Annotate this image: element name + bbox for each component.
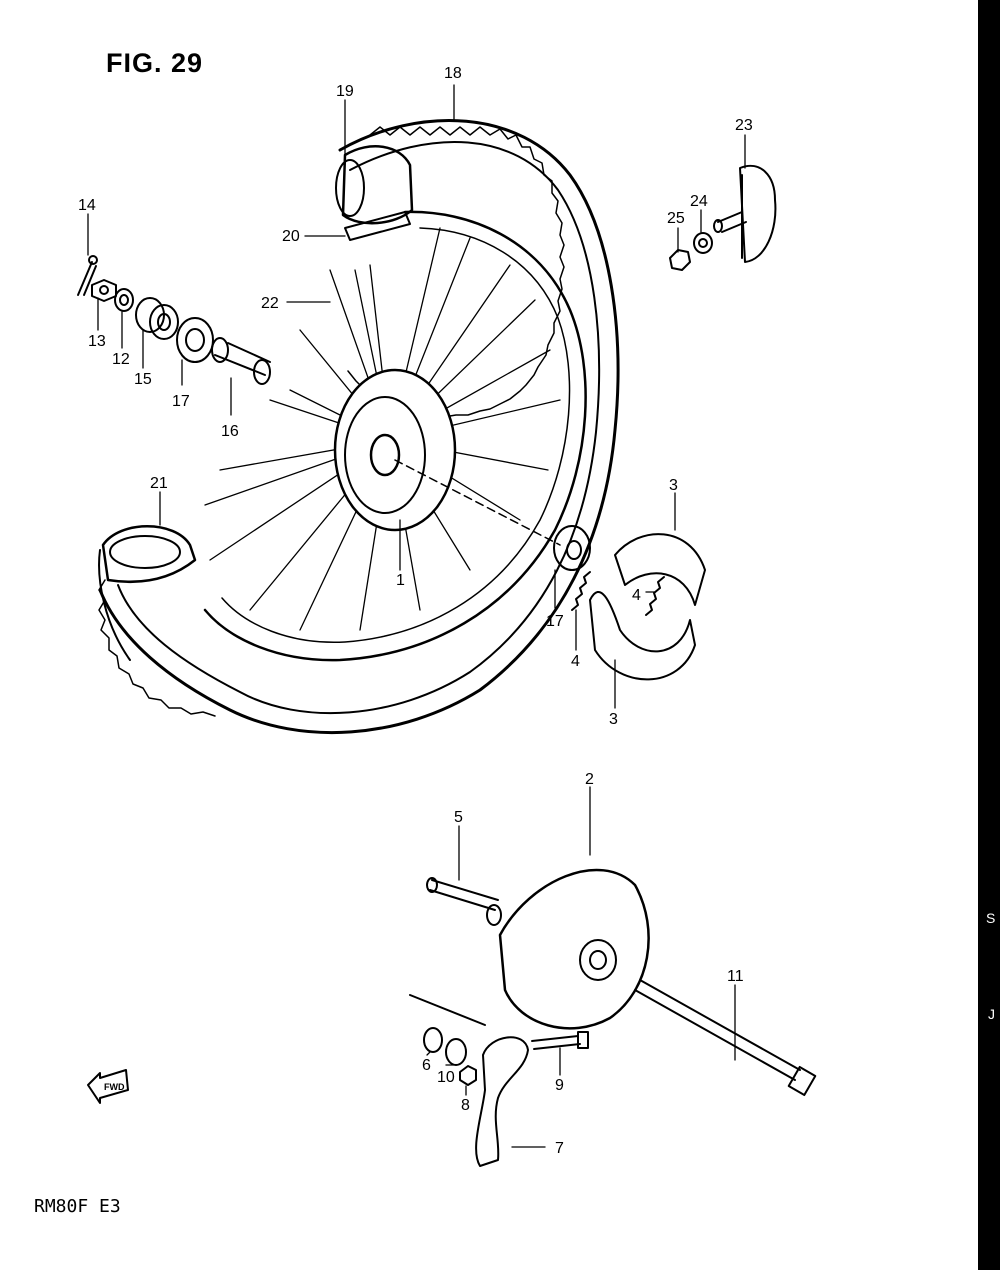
- callout-7: 7: [555, 1140, 564, 1157]
- axle-11: [634, 979, 817, 1097]
- washer-24: [693, 232, 713, 254]
- hub-1: [333, 368, 561, 546]
- callout-12: 12: [112, 351, 130, 368]
- leader-lines: [87, 84, 746, 1148]
- edge-fragment-j: J: [988, 1006, 995, 1022]
- nut-13: [91, 279, 117, 302]
- callout-11: 11: [727, 968, 744, 985]
- callout-15: 15: [134, 371, 152, 388]
- bolt-rim-lock: [713, 211, 747, 233]
- rim: [203, 210, 587, 662]
- edge-fragment-s: S: [986, 910, 996, 926]
- figure-title: FIG. 29: [106, 48, 204, 78]
- nut-25: [669, 249, 691, 271]
- fwd-label: FWD: [104, 1082, 125, 1092]
- spring-4-right: [645, 576, 665, 616]
- bearing-17-left: [176, 317, 214, 363]
- callout-25: 25: [667, 210, 685, 227]
- tire-section-21: [98, 525, 216, 717]
- spacer-16: [211, 337, 271, 385]
- callout-24: 24: [690, 193, 708, 210]
- callout-21: 21: [150, 475, 168, 492]
- callout-5: 5: [454, 809, 463, 826]
- callout-20: 20: [282, 228, 300, 245]
- callout-6: 6: [422, 1057, 431, 1074]
- callout-23: 23: [735, 117, 753, 134]
- callout-18: 18: [444, 65, 462, 82]
- brake-cam-5: [426, 877, 502, 926]
- rim-lock-23: [739, 164, 777, 263]
- callout-19: 19: [336, 83, 354, 100]
- spring-4-left: [571, 571, 591, 611]
- nut-8: [459, 1065, 477, 1086]
- callout-4-right: 4: [632, 587, 641, 604]
- o-ring-6: [409, 994, 486, 1053]
- brake-lever-7: [475, 1036, 529, 1167]
- callout-14: 14: [78, 197, 96, 214]
- brake-panel-2: [498, 868, 650, 1030]
- brake-shoe-3-upper: [614, 533, 706, 606]
- bolt-9: [531, 1031, 589, 1050]
- scan-edge-bar: [978, 0, 1000, 1270]
- washer-10: [445, 1038, 467, 1066]
- spacer-15: [135, 297, 179, 340]
- model-code: RM80F E3: [34, 1196, 121, 1217]
- brake-shoe-3-lower: [589, 591, 696, 681]
- callout-3-lower: 3: [609, 711, 618, 728]
- callout-17-left: 17: [172, 393, 190, 410]
- washer-12: [114, 288, 134, 312]
- callout-10: 10: [437, 1069, 455, 1086]
- callout-4-left: 4: [571, 653, 580, 670]
- callout-3-upper: 3: [669, 477, 678, 494]
- fwd-arrow-icon: FWD: [87, 1069, 129, 1104]
- callout-8: 8: [461, 1097, 470, 1114]
- callout-1: 1: [396, 572, 405, 589]
- callout-2: 2: [585, 771, 594, 788]
- rim-band-20: [344, 211, 411, 241]
- callout-17-right: 17: [546, 613, 564, 630]
- tube-19: [335, 145, 414, 225]
- callout-22: 22: [261, 295, 279, 312]
- bearing-17-right: [553, 525, 591, 571]
- callout-16: 16: [221, 423, 239, 440]
- callout-9: 9: [555, 1077, 564, 1094]
- callout-labels: 1 2 3 3 4 4 5 6 7 8 9 10 11 12 13 14 15 …: [78, 65, 753, 1157]
- callout-13: 13: [88, 333, 106, 350]
- cotter-pin-14: [77, 255, 98, 296]
